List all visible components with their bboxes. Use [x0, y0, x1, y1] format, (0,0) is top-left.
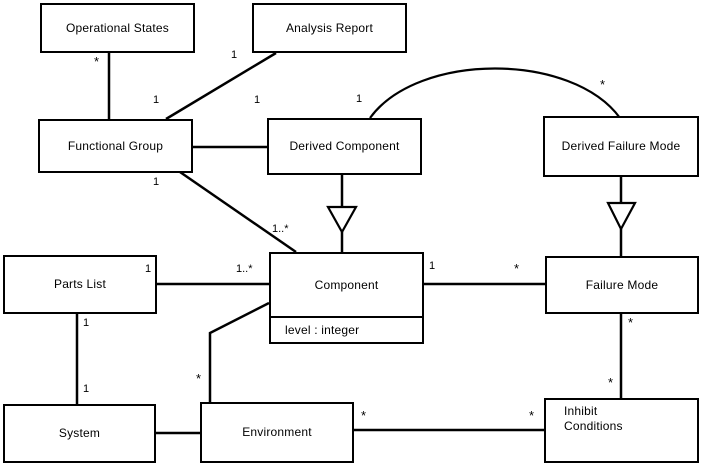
multiplicity-component-failure-mode-right: * — [514, 261, 520, 276]
class-name-derived-component: Derived Component — [289, 139, 400, 153]
multiplicity-environment-inhibit-left: * — [361, 408, 367, 423]
class-name-operational-states: Operational States — [66, 20, 169, 35]
class-name-derived-failure-mode: Derived Failure Mode — [561, 139, 681, 153]
class-box-parts-list[interactable]: Parts List — [3, 255, 157, 314]
assoc-functional-group-component — [179, 170, 297, 254]
multiplicity-environment-inhibit-right: * — [529, 408, 535, 423]
multiplicity-operational-states-functional-group: * — [94, 54, 100, 69]
assoc-derived-component-derived-failure-mode — [369, 67, 621, 119]
class-box-analysis-report[interactable]: Analysis Report — [252, 3, 407, 53]
multiplicity-derived-failure-mode-curve-end: * — [600, 77, 606, 92]
class-box-inhibit-conditions[interactable]: Inhibit Conditions — [544, 398, 699, 463]
class-attribute-component-level: level : integer — [271, 316, 422, 342]
multiplicity-analysis-report-end: 1 — [231, 49, 238, 61]
class-box-system[interactable]: System — [3, 404, 156, 463]
class-box-functional-group[interactable]: Functional Group — [38, 119, 193, 173]
multiplicity-component-environment: * — [196, 371, 202, 386]
multiplicity-parts-list-component-left: 1 — [145, 263, 152, 275]
multiplicity-parts-list-system-top: 1 — [83, 317, 90, 329]
class-box-derived-failure-mode[interactable]: Derived Failure Mode — [543, 116, 699, 177]
multiplicity-component-functional-group-end: 1..* — [272, 223, 289, 235]
class-name-parts-list: Parts List — [53, 277, 106, 291]
class-name-environment: Environment — [242, 425, 312, 439]
multiplicity-parts-list-system-bottom: 1 — [83, 383, 90, 395]
class-name-analysis-report: Analysis Report — [285, 20, 374, 35]
class-box-failure-mode[interactable]: Failure Mode — [545, 256, 699, 314]
class-name-inhibit-conditions: Inhibit Conditions — [564, 404, 623, 433]
class-box-operational-states[interactable]: Operational States — [40, 3, 195, 53]
multiplicity-functional-group-analysis-report-end: 1 — [153, 94, 160, 106]
class-box-component[interactable]: Component level : integer — [269, 252, 424, 344]
class-box-derived-component[interactable]: Derived Component — [267, 118, 422, 175]
class-name-functional-group: Functional Group — [67, 138, 164, 153]
class-name-component: Component — [314, 277, 379, 292]
class-name-failure-mode: Failure Mode — [585, 277, 659, 292]
multiplicity-failure-mode-inhibit-bottom: * — [608, 375, 614, 390]
multiplicity-component-failure-mode-left: 1 — [429, 260, 436, 272]
assoc-component-environment — [208, 301, 270, 402]
gen-triangle-derived-failure-mode — [606, 201, 637, 232]
multiplicity-derived-component-functional-group-end: 1 — [254, 94, 261, 106]
multiplicity-functional-group-component-end: 1 — [153, 176, 160, 188]
assoc-analysis-report-functional-group — [165, 51, 277, 121]
class-box-environment[interactable]: Environment — [200, 402, 354, 463]
multiplicity-derived-component-curve-end: 1 — [356, 93, 363, 105]
multiplicity-failure-mode-inhibit-top: * — [628, 315, 634, 330]
multiplicity-parts-list-component-right: 1..* — [236, 263, 253, 275]
class-name-system: System — [58, 426, 101, 440]
gen-triangle-derived-component — [326, 205, 358, 235]
